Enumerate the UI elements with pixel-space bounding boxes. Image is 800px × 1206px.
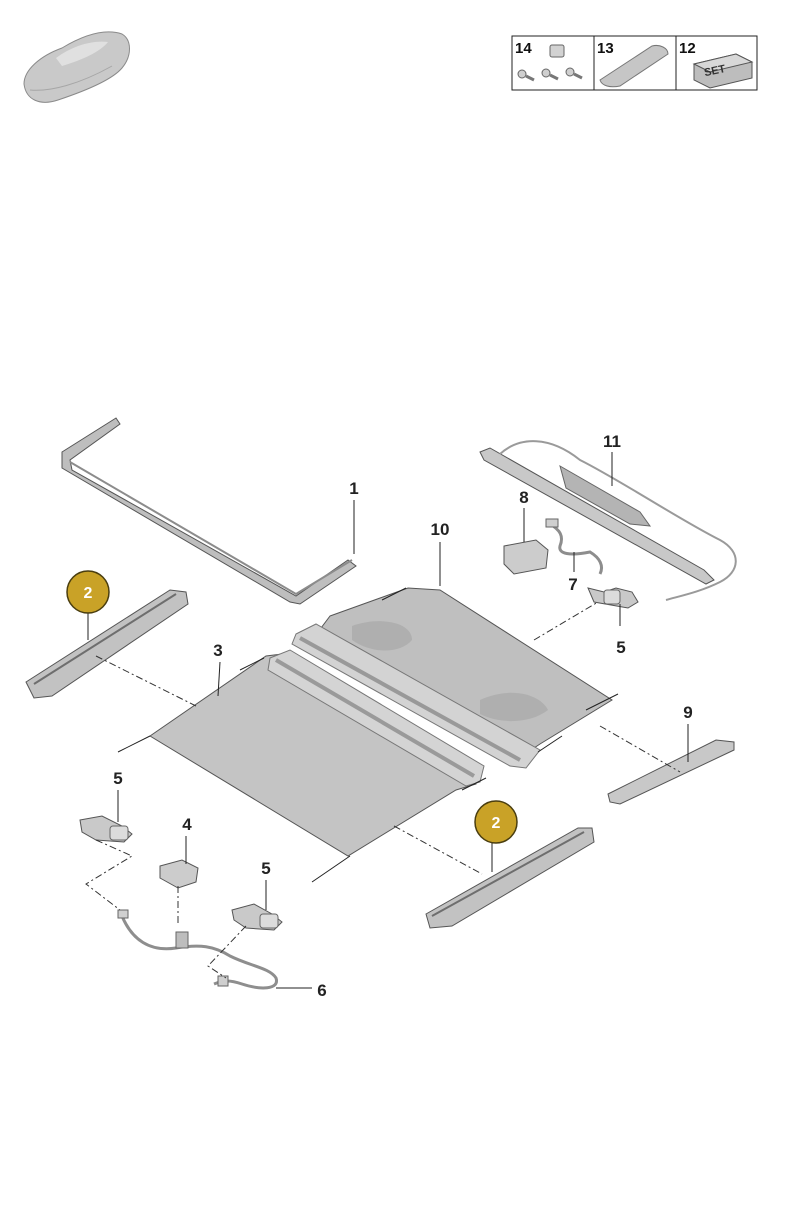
callout-8[interactable]: 8 xyxy=(519,488,528,507)
guide-rail-left-part[interactable] xyxy=(25,589,189,699)
callout-5-upper-right[interactable]: 5 xyxy=(616,638,625,657)
callout-6[interactable]: 6 xyxy=(317,981,326,1000)
guide-rail-right-part[interactable] xyxy=(425,827,595,929)
callout-3[interactable]: 3 xyxy=(213,641,222,660)
trim-strip-part[interactable] xyxy=(607,739,735,805)
roof-frame-part[interactable] xyxy=(61,417,357,605)
highlight-badge-2-left[interactable]: 2 xyxy=(66,570,110,614)
callout-5-lower-left[interactable]: 5 xyxy=(113,769,122,788)
callout-labels: 1 11 8 10 7 5 3 9 5 4 5 6 xyxy=(113,432,692,1000)
callout-5-lower-middle[interactable]: 5 xyxy=(261,859,270,878)
badge-label-2-left: 2 xyxy=(84,585,93,602)
legend-cell-13[interactable]: 13 xyxy=(597,40,669,88)
callout-11[interactable]: 11 xyxy=(603,432,621,451)
screw-icon xyxy=(517,67,583,82)
highlight-badge-2-right[interactable]: 2 xyxy=(474,800,518,844)
car-thumbnail-icon xyxy=(23,31,130,103)
legend-cell-14[interactable]: 14 xyxy=(515,40,583,82)
module-part[interactable] xyxy=(159,859,199,889)
adhesive-tape-icon xyxy=(599,45,669,88)
callout-1[interactable]: 1 xyxy=(349,479,358,498)
front-sunblind-panel-part[interactable] xyxy=(149,649,485,857)
badge-label-2-right: 2 xyxy=(492,815,501,832)
callout-9[interactable]: 9 xyxy=(683,703,692,722)
dimension-ticks xyxy=(117,587,619,883)
motor-part-upper-right[interactable] xyxy=(587,587,639,609)
motor-part-lower-left[interactable] xyxy=(79,815,133,843)
legend-cell-12[interactable]: 12 SET xyxy=(679,40,754,89)
alignment-lines xyxy=(85,601,681,979)
parts-legend-box: 14 13 12 SET xyxy=(511,35,758,91)
callout-10[interactable]: 10 xyxy=(431,520,450,539)
motor-part-lower-middle[interactable] xyxy=(231,903,283,931)
wiring-bracket-part[interactable] xyxy=(479,440,737,601)
leader-lines xyxy=(87,452,689,989)
set-box-icon: SET xyxy=(692,53,754,89)
clip-icon xyxy=(549,44,565,58)
legend-number-13: 13 xyxy=(597,40,614,57)
set-label: SET xyxy=(703,63,727,79)
control-module-part[interactable] xyxy=(503,539,549,575)
wiring-harness-part[interactable] xyxy=(117,909,278,990)
rear-sunblind-panel-part[interactable] xyxy=(291,587,613,769)
connector-cable-part[interactable] xyxy=(545,518,604,575)
legend-number-14: 14 xyxy=(515,40,532,57)
callout-7[interactable]: 7 xyxy=(568,575,577,594)
callout-4[interactable]: 4 xyxy=(182,815,192,834)
legend-number-12: 12 xyxy=(679,40,696,57)
